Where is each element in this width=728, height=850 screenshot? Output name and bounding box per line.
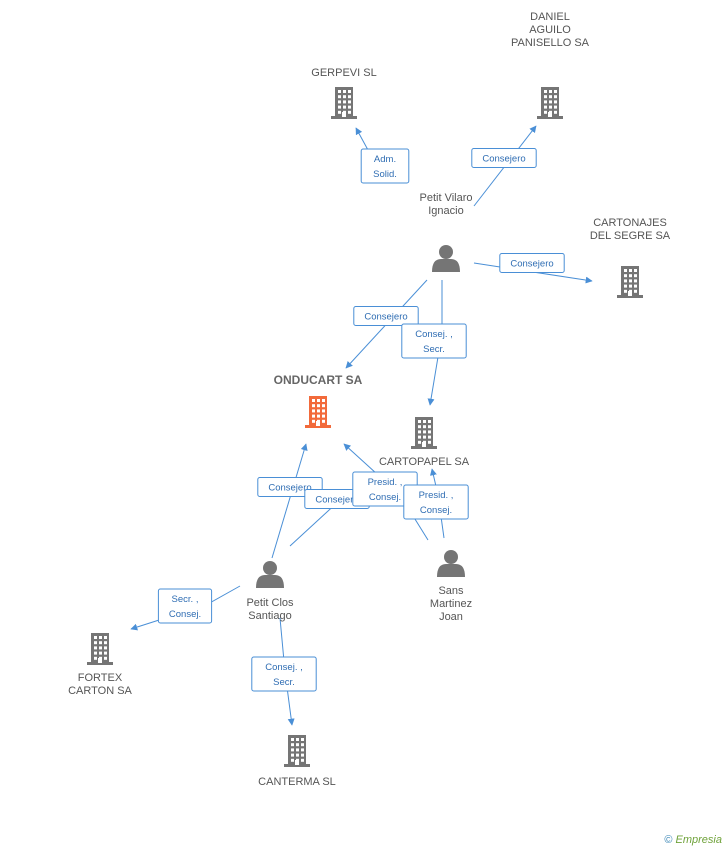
node-label: CARTON SA bbox=[68, 685, 132, 697]
badge-box bbox=[403, 484, 469, 520]
building-icon bbox=[284, 735, 310, 767]
badge-text: Consejero bbox=[315, 495, 358, 506]
node-label: DANIEL bbox=[530, 11, 570, 23]
badge-text: Secr. , bbox=[172, 594, 199, 605]
node-label: CANTERMA SL bbox=[258, 776, 336, 788]
badge-text: Consej. bbox=[169, 609, 201, 620]
badge-text: Consej. , bbox=[265, 662, 303, 673]
badge-text: Consejero bbox=[268, 483, 311, 494]
edge-petitclos-to-onducart bbox=[271, 443, 308, 559]
badge-text: Consejero bbox=[364, 312, 407, 323]
badge-text: Consej. , bbox=[415, 329, 453, 340]
badge-text: Presid. , bbox=[368, 477, 403, 488]
building-icon bbox=[305, 396, 331, 428]
badge-text: Consej. bbox=[369, 492, 401, 503]
node-onducart[interactable]: ONDUCART SA bbox=[274, 373, 363, 428]
node-label: Ignacio bbox=[428, 205, 463, 217]
node-label: Martinez bbox=[430, 598, 472, 610]
node-label: AGUILO bbox=[529, 24, 571, 36]
node-label: FORTEX bbox=[78, 672, 123, 684]
badge-text: Consejero bbox=[510, 259, 553, 270]
edge-role-badge[interactable]: Consejero bbox=[471, 148, 537, 168]
badge-box bbox=[401, 323, 467, 359]
watermark: ©Empresia bbox=[664, 834, 722, 846]
building-icon bbox=[617, 266, 643, 298]
badge-text: Adm. bbox=[374, 154, 396, 165]
nodes-layer: ONDUCART SA GERPEVI SL DANIELAGUILOPANISEL… bbox=[68, 11, 671, 788]
edge-role-badge[interactable]: Consej. , Secr. bbox=[251, 656, 317, 692]
edge-role-badge[interactable]: Adm. Solid. bbox=[360, 148, 410, 184]
node-label: PANISELLO SA bbox=[511, 37, 590, 49]
badge-box bbox=[360, 148, 410, 184]
node-label: Joan bbox=[439, 611, 463, 623]
badge-text: Solid. bbox=[373, 169, 397, 180]
copyright-symbol: © bbox=[664, 834, 673, 846]
edges-layer bbox=[130, 125, 593, 726]
building-icon bbox=[331, 87, 357, 119]
badge-box bbox=[471, 148, 537, 168]
badge-box bbox=[353, 306, 419, 326]
badge-box bbox=[157, 588, 213, 624]
person-icon bbox=[432, 245, 460, 272]
brand-name: Empresia bbox=[675, 834, 722, 846]
node-label: Santiago bbox=[248, 610, 291, 622]
node-label: CARTOPAPEL SA bbox=[379, 456, 470, 468]
node-label: GERPEVI SL bbox=[311, 67, 376, 79]
edge-role-badge[interactable]: Consejero bbox=[499, 253, 565, 273]
badge-text: Consej. bbox=[420, 505, 452, 516]
badge-box bbox=[251, 656, 317, 692]
person-icon bbox=[256, 561, 284, 588]
node-label: ONDUCART SA bbox=[274, 373, 363, 387]
edge-role-badge[interactable]: Presid. , Consej. bbox=[352, 471, 418, 507]
edge-role-badge[interactable]: Secr. , Consej. bbox=[157, 588, 213, 624]
node-gerpevi[interactable]: GERPEVI SL bbox=[311, 67, 377, 119]
node-label: Petit Vilaro bbox=[420, 192, 473, 204]
badge-text: Presid. , bbox=[419, 490, 454, 501]
node-label: Sans bbox=[438, 585, 464, 597]
building-icon bbox=[411, 417, 437, 449]
node-label: CARTONAJES bbox=[593, 217, 667, 229]
edge-role-badge[interactable]: Consej. , Secr. bbox=[401, 323, 467, 359]
edge-role-badge[interactable]: Consejero bbox=[353, 306, 419, 326]
badge-text: Secr. bbox=[273, 677, 295, 688]
badge-text: Secr. bbox=[423, 344, 445, 355]
badge-box bbox=[499, 253, 565, 273]
node-canterma[interactable]: CANTERMA SL bbox=[258, 735, 336, 788]
person-icon bbox=[437, 550, 465, 577]
badge-text: Consejero bbox=[482, 154, 525, 165]
building-icon bbox=[87, 633, 113, 665]
badges-layer: Adm.Solid.ConsejeroConsejeroConsejeroCon… bbox=[157, 148, 565, 692]
node-label: DEL SEGRE SA bbox=[590, 230, 671, 242]
edge-role-badge[interactable]: Presid. , Consej. bbox=[403, 484, 469, 520]
building-icon bbox=[537, 87, 563, 119]
node-cartopapel[interactable]: CARTOPAPEL SA bbox=[379, 417, 470, 468]
node-label: Petit Clos bbox=[246, 597, 294, 609]
